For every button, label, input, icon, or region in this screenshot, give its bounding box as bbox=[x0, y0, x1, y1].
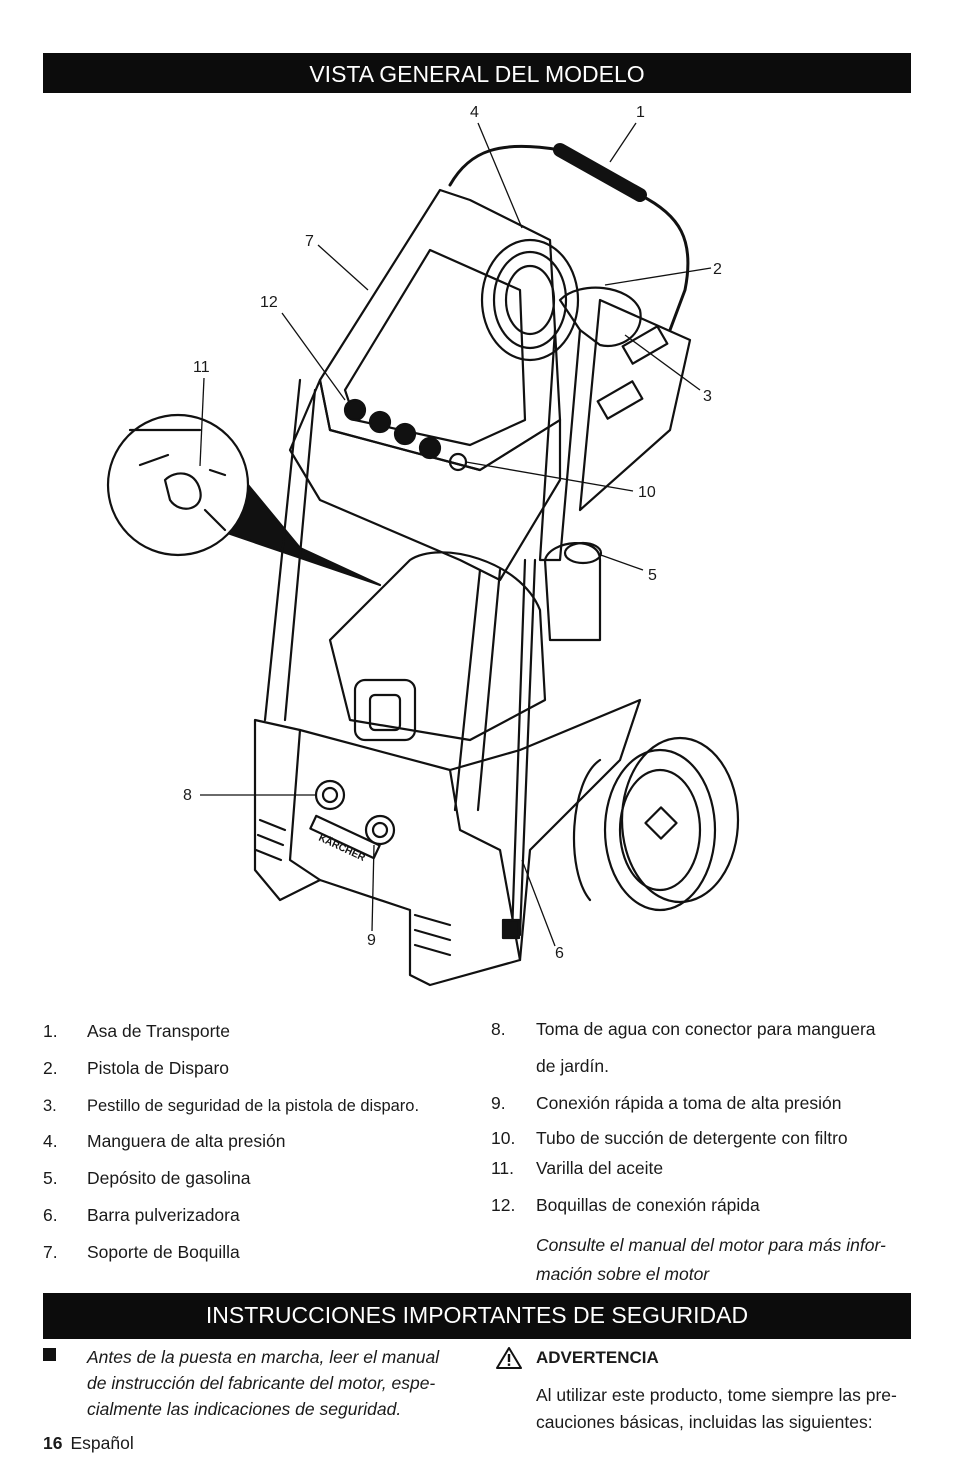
section-title-safety: INSTRUCCIONES IMPORTANTES DE SEGURIDAD bbox=[43, 1293, 911, 1339]
square-bullet-icon bbox=[43, 1348, 56, 1361]
callout-6: 6 bbox=[555, 945, 564, 962]
callout-9: 9 bbox=[367, 932, 376, 949]
warning-title: ADVERTENCIA bbox=[536, 1348, 659, 1367]
magnifier-circle bbox=[106, 413, 250, 557]
callout-12: 12 bbox=[260, 294, 278, 311]
warning-body: Al utilizar este producto, tome siempre … bbox=[536, 1385, 897, 1432]
callout-5: 5 bbox=[648, 567, 657, 584]
callout-8: 8 bbox=[183, 787, 192, 804]
callout-4: 4 bbox=[470, 104, 479, 121]
list-item-continuation: de jardín. bbox=[536, 1056, 609, 1076]
section-title-model-overview: VISTA GENERAL DEL MODELO bbox=[43, 53, 911, 93]
warning-triangle-icon bbox=[496, 1347, 522, 1369]
language-label: Español bbox=[70, 1433, 134, 1453]
callout-1: 1 bbox=[636, 104, 645, 121]
callout-2: 2 bbox=[713, 261, 722, 278]
callout-10: 10 bbox=[638, 484, 656, 501]
page-number: 16 bbox=[43, 1433, 63, 1453]
motor-note: Consulte el manual del motor para más in… bbox=[536, 1235, 886, 1284]
callout-11: 11 bbox=[193, 359, 210, 376]
page-footer: 16 Español bbox=[43, 1433, 134, 1454]
callout-7: 7 bbox=[305, 233, 314, 250]
pressure-washer-diagram: 1 2 3 4 5 6 7 8 9 10 11 12 KÄRCHER bbox=[106, 104, 740, 987]
callout-3: 3 bbox=[703, 388, 712, 405]
